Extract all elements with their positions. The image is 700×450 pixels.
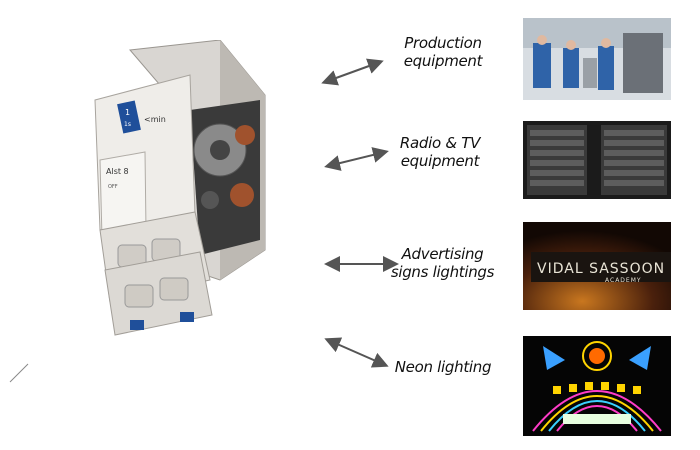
label-production: Production equipment [383, 34, 503, 70]
decorative-stroke [9, 363, 29, 383]
photo-neon-lighting [523, 336, 671, 436]
arrow-radio-tv [324, 147, 389, 171]
label-advertising-line2: signs lightings [390, 263, 495, 281]
label-production-line1: Production [404, 34, 482, 52]
label-radio-tv-line1: Radio & TV [399, 134, 481, 152]
device-switch-number-2: 1s [124, 121, 131, 128]
sign-subtext: ACADEMY [605, 277, 642, 284]
label-neon: Neon lighting [388, 358, 498, 376]
label-radio-tv: Radio & TV equipment [385, 134, 495, 170]
device-switch-number-1: 1 [125, 108, 130, 117]
photo-advertising-sign: VIDAL SASSOON ACADEMY [523, 222, 671, 310]
photo-radio-tv-equipment [523, 121, 671, 199]
photo-production-equipment [523, 18, 671, 100]
label-neon-line1: Neon lighting [394, 358, 492, 376]
arrow-neon [324, 337, 389, 368]
label-production-line2: equipment [403, 52, 483, 70]
label-radio-tv-line2: equipment [400, 152, 480, 170]
device-model-label: Alst 8 [106, 167, 129, 176]
timer-switch-device-image: 1 1s <min Alst 8 OFF [94, 40, 266, 336]
arrow-production [321, 58, 384, 86]
device-time-label: <min [144, 115, 166, 124]
sign-text: VIDAL SASSOON [537, 261, 665, 277]
label-advertising: Advertising signs lightings [380, 245, 505, 281]
device-small-label: OFF [108, 184, 118, 190]
label-advertising-line1: Advertising [401, 245, 484, 263]
